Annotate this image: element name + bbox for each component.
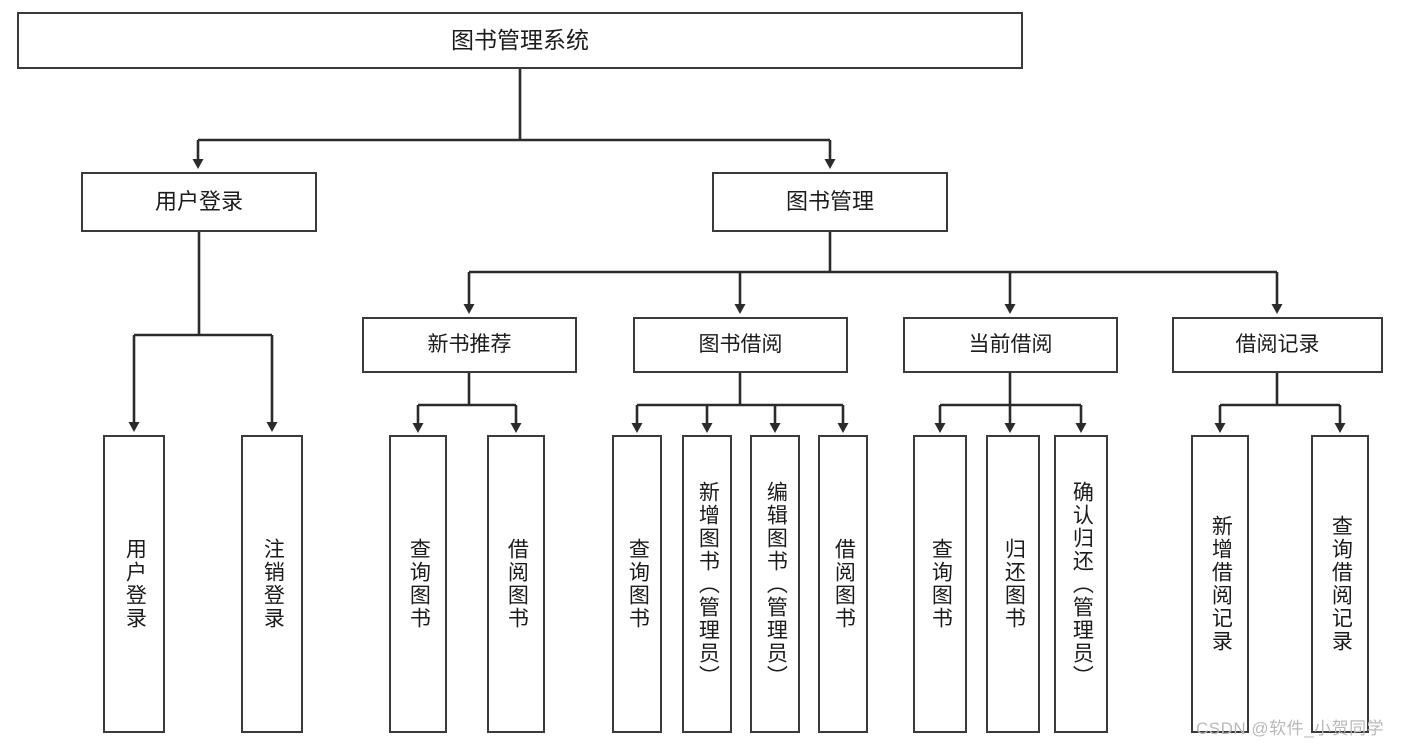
node-leaf-logout-login-label: 注销登录	[261, 538, 285, 630]
node-book-management-label: 图书管理	[785, 189, 874, 215]
node-leaf-logout-login[interactable]: 注销登录	[241, 435, 303, 733]
node-book-borrow[interactable]: 图书借阅	[633, 317, 848, 373]
node-new-book-recommend-label: 新书推荐	[427, 332, 512, 356]
node-leaf-user-login-label: 用户登录	[123, 538, 147, 630]
node-leaf-query-borrow-record[interactable]: 查询借阅记录	[1311, 435, 1369, 733]
node-leaf-query-book-2[interactable]: 查询图书	[612, 435, 662, 733]
node-book-borrow-label: 图书借阅	[698, 332, 783, 356]
node-leaf-add-borrow-record-label: 新增借阅记录	[1209, 515, 1233, 653]
node-leaf-user-login[interactable]: 用户登录	[103, 435, 165, 733]
node-leaf-borrow-book-2[interactable]: 借阅图书	[818, 435, 868, 733]
node-current-borrow[interactable]: 当前借阅	[903, 317, 1118, 373]
node-leaf-query-borrow-record-label: 查询借阅记录	[1329, 515, 1353, 653]
node-leaf-query-book-1[interactable]: 查询图书	[389, 435, 447, 733]
node-current-borrow-label: 当前借阅	[968, 332, 1053, 356]
node-new-book-recommend[interactable]: 新书推荐	[362, 317, 577, 373]
node-leaf-borrow-book-2-label: 借阅图书	[832, 538, 856, 630]
node-leaf-confirm-return[interactable]: 确认归还（管理员）	[1054, 435, 1108, 733]
node-borrow-record-label: 借阅记录	[1235, 332, 1320, 356]
node-borrow-record[interactable]: 借阅记录	[1172, 317, 1383, 373]
node-leaf-return-book-label: 归还图书	[1002, 538, 1026, 630]
node-leaf-borrow-book-1-label: 借阅图书	[505, 538, 529, 630]
node-root-label: 图书管理系统	[451, 26, 589, 53]
node-user-login[interactable]: 用户登录	[81, 172, 317, 232]
node-leaf-add-book[interactable]: 新增图书（管理员）	[682, 435, 732, 733]
node-root[interactable]: 图书管理系统	[17, 12, 1023, 69]
node-leaf-query-book-2-label: 查询图书	[626, 538, 650, 630]
node-leaf-borrow-book-1[interactable]: 借阅图书	[487, 435, 545, 733]
csdn-watermark: CSDN @软件_小贺同学	[1196, 719, 1385, 738]
node-leaf-query-book-1-label: 查询图书	[407, 538, 431, 630]
node-leaf-query-book-3-label: 查询图书	[929, 538, 953, 630]
node-leaf-return-book[interactable]: 归还图书	[986, 435, 1040, 733]
node-leaf-query-book-3[interactable]: 查询图书	[913, 435, 967, 733]
node-leaf-confirm-return-label: 确认归还（管理员）	[1070, 480, 1094, 688]
node-leaf-edit-book-label: 编辑图书（管理员）	[764, 480, 788, 688]
node-leaf-add-book-label: 新增图书（管理员）	[696, 480, 720, 688]
node-book-management[interactable]: 图书管理	[712, 172, 948, 232]
node-leaf-edit-book[interactable]: 编辑图书（管理员）	[750, 435, 800, 733]
node-user-login-label: 用户登录	[154, 189, 243, 215]
node-leaf-add-borrow-record[interactable]: 新增借阅记录	[1191, 435, 1249, 733]
